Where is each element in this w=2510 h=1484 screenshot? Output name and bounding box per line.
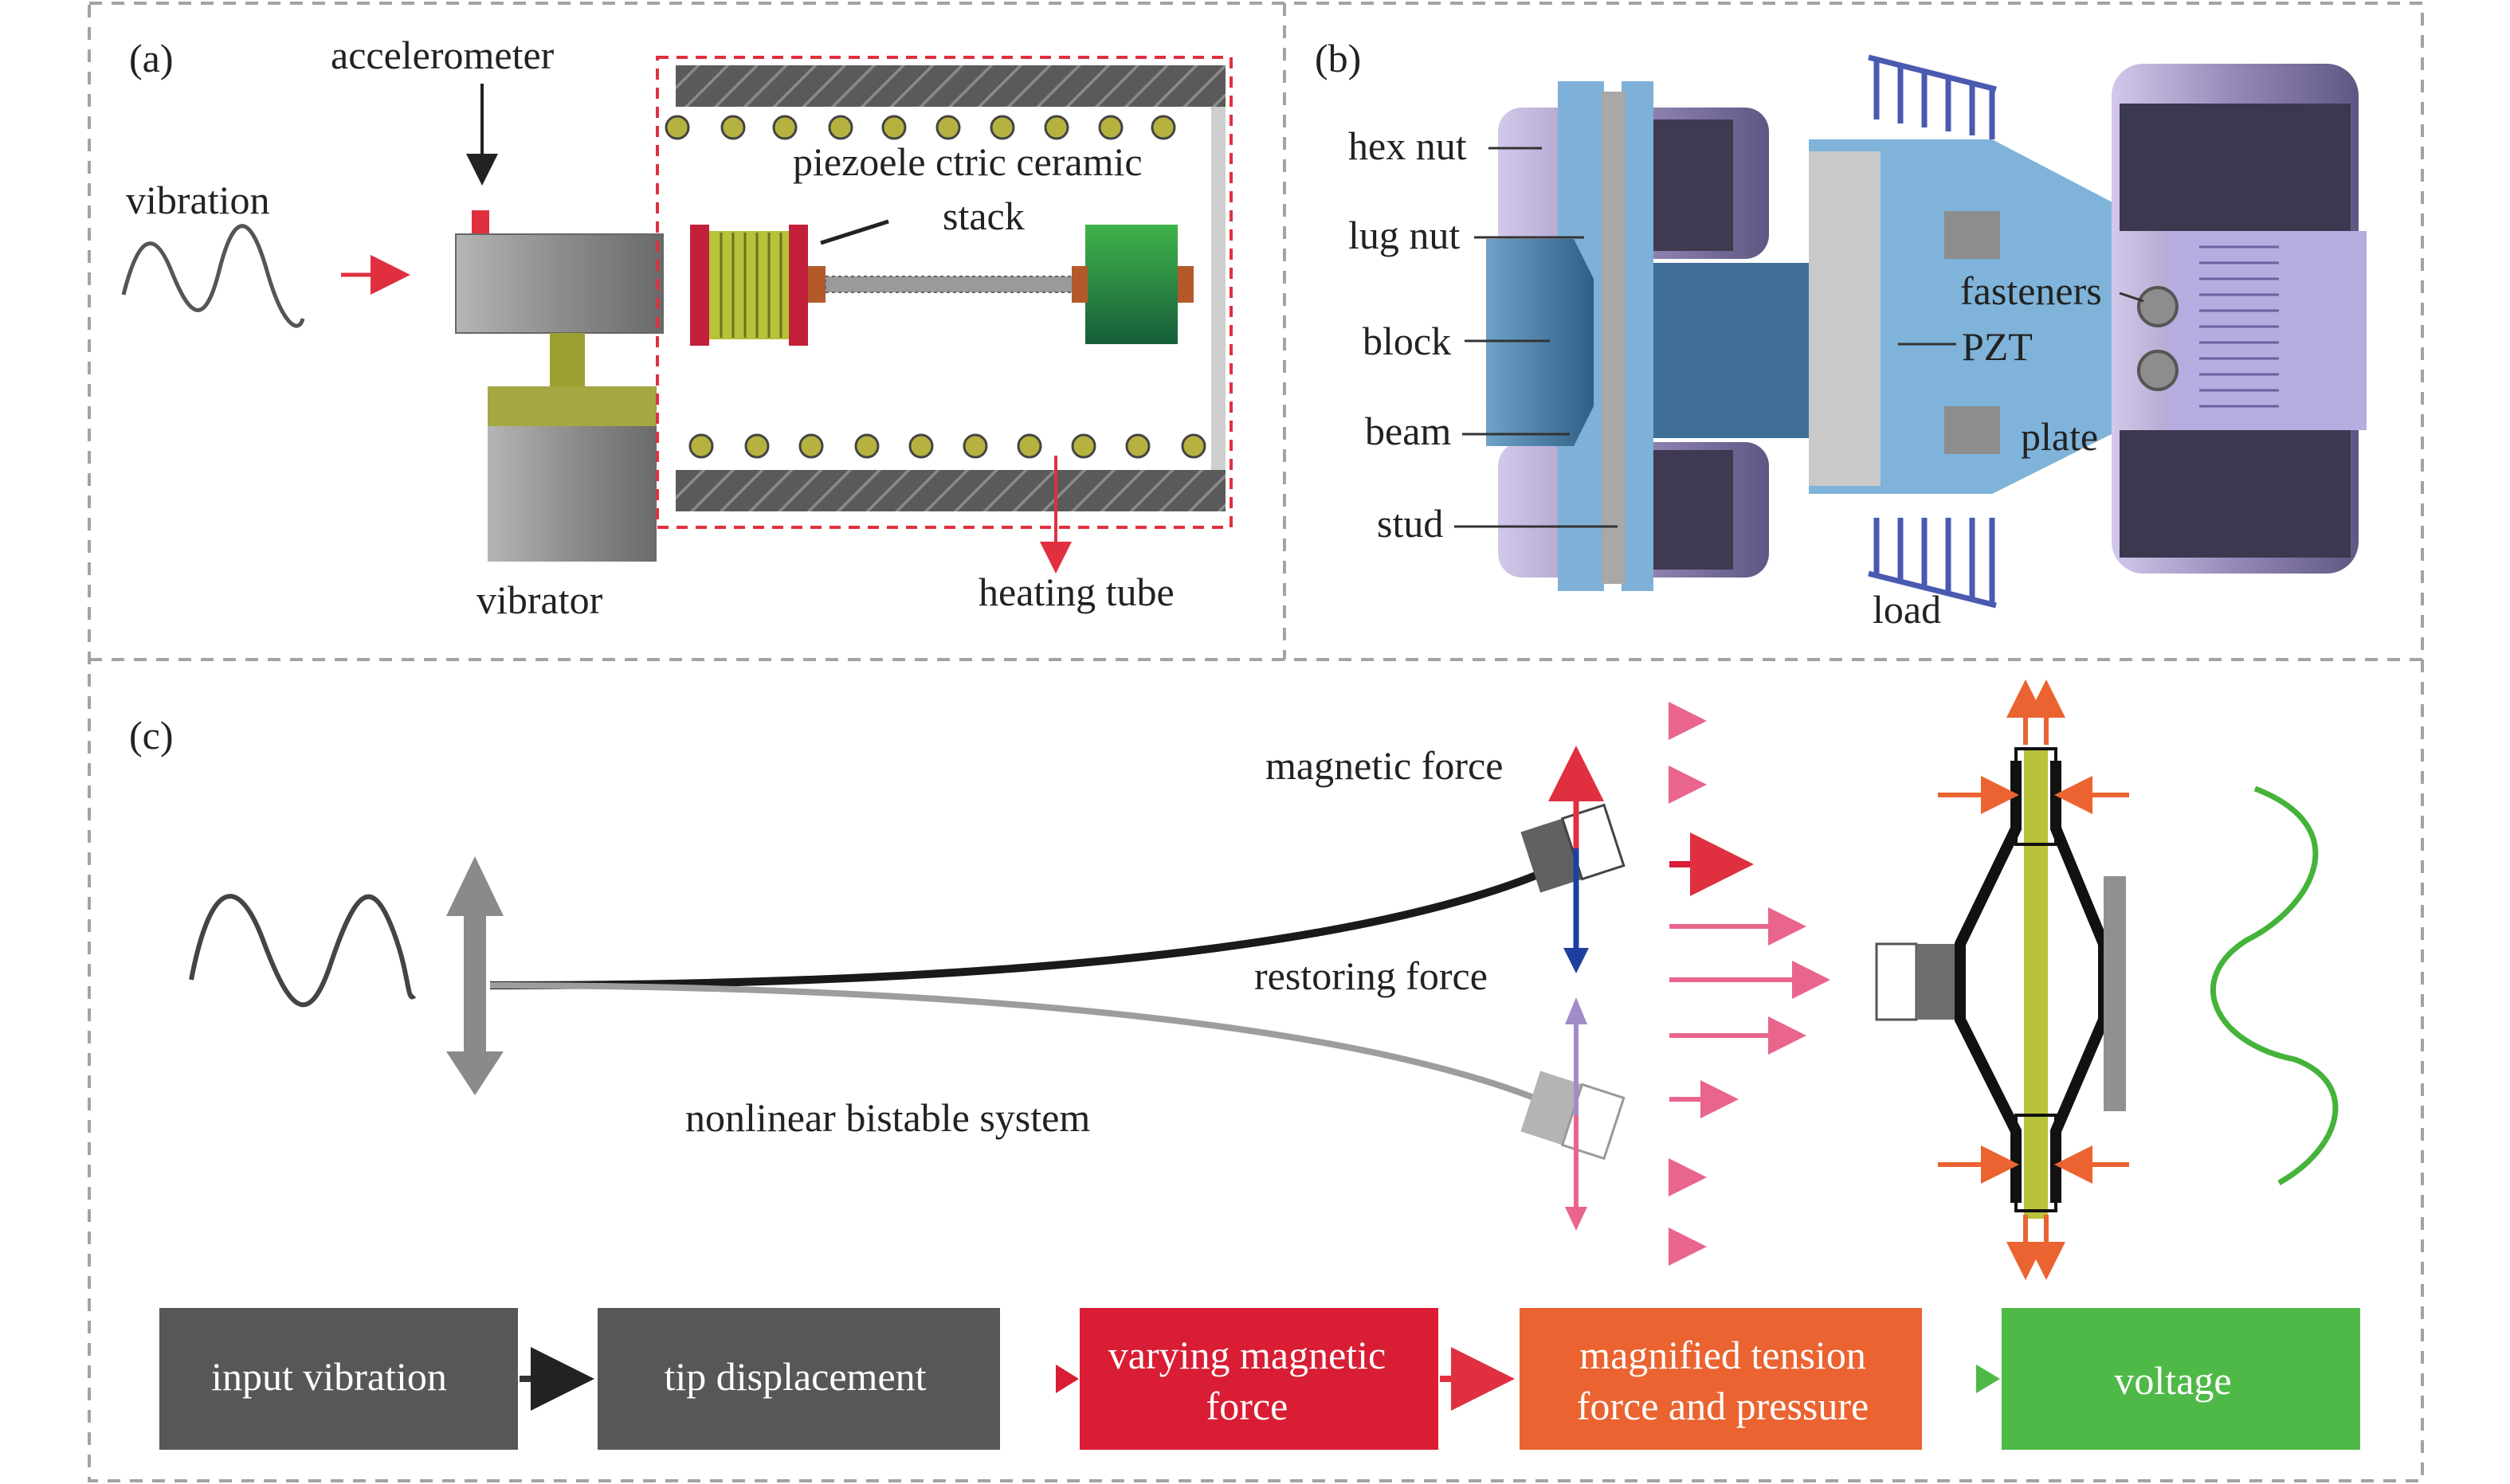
flow-input-label: input vibration xyxy=(211,1354,447,1399)
flow-box-magnetic: varying magnetic force xyxy=(1080,1308,1438,1450)
fastener-1 xyxy=(2137,286,2179,327)
piezo-stack-layers xyxy=(720,233,782,338)
plate-label: plate xyxy=(2021,414,2098,459)
piezo-pointer xyxy=(820,219,889,245)
heating-tube-top xyxy=(676,65,1226,107)
flow-tension-line2: force and pressure xyxy=(1577,1384,1869,1428)
panel-c: (c) magnetic force restoring for xyxy=(129,679,2360,1450)
amplifier-piezo xyxy=(2024,749,2048,1219)
flow-magnetic-line1: varying magnetic xyxy=(1108,1333,1386,1377)
tip-displacement-arrow xyxy=(446,856,504,1095)
piezo-label-line2: stack xyxy=(943,194,1025,238)
pzt-block-bottom xyxy=(1944,406,2000,454)
plate-grey xyxy=(1809,151,1881,486)
beam-deflected-down xyxy=(489,982,1539,1102)
flow-box-voltage: voltage xyxy=(2002,1308,2360,1450)
hex-nut-label: hex nut xyxy=(1348,123,1467,168)
panel-b: (b) xyxy=(1315,36,2367,632)
heating-tube-right xyxy=(1211,107,1226,470)
threaded-rod xyxy=(825,276,1081,293)
stack-nut xyxy=(808,266,826,303)
flow-voltage-label: voltage xyxy=(2114,1358,2231,1403)
flow-displacement-label: tip displacement xyxy=(664,1354,926,1399)
flow-arrowhead-2 xyxy=(1056,1365,1079,1393)
panel-a: (a) vibration accelerometer vibrator xyxy=(121,33,1233,622)
heating-tube-bottom xyxy=(676,470,1226,511)
accelerometer-label: accelerometer xyxy=(331,33,555,77)
stack-flange-left xyxy=(690,225,709,346)
bolt-thread xyxy=(2199,245,2279,408)
stack-flange-right xyxy=(789,225,808,346)
input-vibration-wave xyxy=(121,224,305,328)
load-arrows-top xyxy=(1868,54,1997,139)
hex-nut-right-top-dark xyxy=(2120,104,2351,231)
pzt-plate xyxy=(1809,139,2167,494)
tension-arrows xyxy=(1938,679,2129,1280)
piezo-label-line1: piezoele ctric ceramic xyxy=(793,139,1143,184)
vibration-label: vibration xyxy=(126,178,270,222)
load-arrows-bottom xyxy=(1868,518,1997,609)
vibrator-top xyxy=(488,386,657,426)
shaker-head xyxy=(455,233,664,334)
restoring-force-arrowhead xyxy=(1563,948,1589,973)
vibrator-label: vibrator xyxy=(477,578,603,622)
end-mass-nut-left xyxy=(1072,266,1088,303)
shaker-rod xyxy=(550,333,585,389)
field-arrows xyxy=(1669,702,1830,1266)
panel-c-tag: (c) xyxy=(129,713,174,758)
end-mass-nut-right xyxy=(1178,266,1194,303)
flow-arrowhead-4 xyxy=(1976,1365,2000,1393)
stationary-magnet xyxy=(1875,942,1960,1021)
hex-nut-right-bottom-dark xyxy=(2120,430,2351,558)
tip-magnet-down xyxy=(1520,1071,1626,1161)
lug-nut-right xyxy=(1622,81,1653,591)
stud-rod xyxy=(1602,92,1626,584)
hex-nut-bottom-left-dark xyxy=(1653,450,1733,570)
heating-tube-label: heating tube xyxy=(979,570,1175,614)
flow-box-displacement: tip displacement xyxy=(598,1308,1000,1450)
counter-plate xyxy=(2104,876,2126,1111)
flow-tension-line1: magnified tension xyxy=(1579,1333,1866,1377)
restoring-force-label: restoring force xyxy=(1254,953,1488,998)
end-mass xyxy=(1085,225,1178,344)
block-label: block xyxy=(1363,319,1451,363)
heater-coils-top xyxy=(665,115,1176,140)
stud-label: stud xyxy=(1377,501,1443,546)
tip-magnet-up xyxy=(1520,803,1626,893)
bolt-right xyxy=(2167,231,2367,430)
vibrator-body xyxy=(488,426,657,562)
pzt-block-top xyxy=(1944,211,2000,259)
panel-borders xyxy=(88,2,2424,1482)
lug-nut-label: lug nut xyxy=(1348,213,1460,257)
fastener-2 xyxy=(2137,350,2179,391)
flow-magnetic-line2: force xyxy=(1206,1384,1288,1428)
piezo-stack xyxy=(709,231,789,339)
load-label: load xyxy=(1873,587,1941,632)
restoring-force-arrowhead-ghost xyxy=(1565,1207,1587,1231)
panel-c-input-wave xyxy=(189,894,417,1008)
flow-box-input: input vibration xyxy=(159,1308,518,1450)
output-voltage-wave xyxy=(2210,785,2339,1186)
heating-enclosure xyxy=(656,56,1233,529)
accelerometer-block xyxy=(472,210,489,236)
magnetic-force-label: magnetic force xyxy=(1265,743,1503,788)
panel-a-tag: (a) xyxy=(129,36,174,80)
fasteners-leader xyxy=(2119,292,2144,303)
fasteners-label: fasteners xyxy=(1960,268,2102,313)
pzt-label: PZT xyxy=(1962,324,2033,369)
hex-nut-top-left-dark xyxy=(1653,119,1733,251)
beam-label: beam xyxy=(1365,409,1451,453)
system-label: nonlinear bistable system xyxy=(685,1095,1090,1140)
heater-coils-bottom xyxy=(688,433,1206,459)
flow-box-tension: magnified tension force and pressure xyxy=(1520,1308,1922,1450)
block-left xyxy=(1486,239,1594,446)
panel-b-tag: (b) xyxy=(1315,36,1361,80)
magnetic-force-arrowhead-ghost xyxy=(1565,997,1587,1024)
